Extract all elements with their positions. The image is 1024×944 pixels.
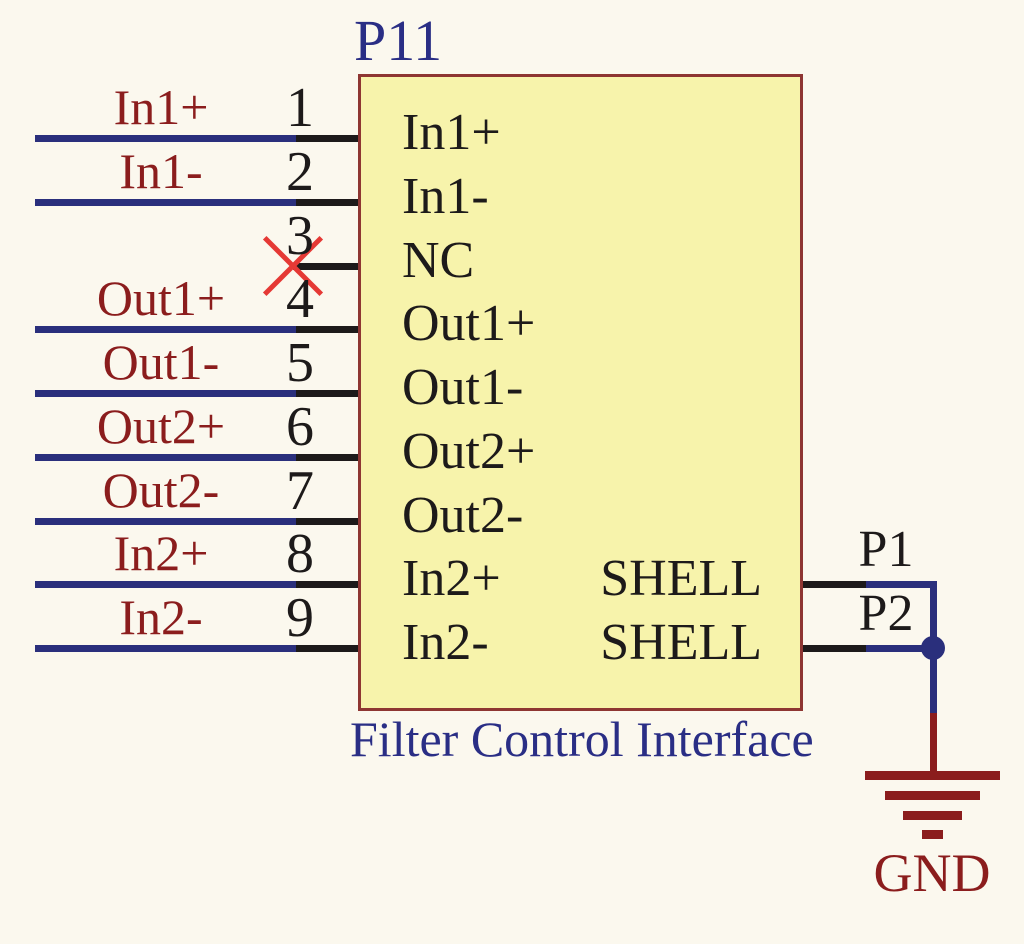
pin-number: 2	[286, 141, 314, 203]
pin-number: 3	[286, 205, 314, 267]
net-wire	[866, 645, 937, 652]
pin-stub	[296, 454, 358, 461]
right-pin-number: P2	[858, 585, 914, 642]
net-label: In2+	[113, 525, 209, 581]
right-pin-number: P1	[858, 521, 914, 578]
component-designator: P11	[354, 8, 443, 73]
pin-stub	[296, 518, 358, 525]
ground-vertical-wire	[930, 713, 937, 772]
ground-bar-4	[922, 830, 943, 839]
net-wire	[35, 199, 296, 206]
component-title: Filter Control Interface	[350, 711, 814, 767]
net-label: Out1-	[102, 334, 220, 390]
net-wire	[866, 581, 937, 588]
pin-number: 8	[286, 523, 314, 585]
net-label: Out2+	[96, 398, 226, 454]
pin-name: Out1-	[402, 359, 524, 416]
pin-stub	[803, 645, 866, 652]
pin-name: Out1+	[402, 295, 536, 352]
pin-number: 6	[286, 396, 314, 458]
pin-stub	[293, 263, 358, 270]
pin-name: In2-	[402, 614, 489, 671]
wire-junction-dot	[921, 636, 945, 660]
net-wire	[35, 326, 296, 333]
net-wire	[35, 390, 296, 397]
net-label: In2-	[119, 589, 203, 645]
pin-stub	[803, 581, 866, 588]
pin-number: 9	[286, 587, 314, 649]
ground-bar-1	[865, 771, 1000, 780]
net-wire	[35, 645, 296, 652]
net-label: In1-	[119, 143, 203, 199]
pin-stub	[296, 581, 358, 588]
net-wire	[35, 518, 296, 525]
pin-name: Out2-	[402, 487, 524, 544]
pin-name: Out2+	[402, 423, 536, 480]
pin-name: In1-	[402, 168, 489, 225]
pin-stub	[296, 199, 358, 206]
net-wire	[35, 454, 296, 461]
ground-bar-2	[885, 791, 980, 800]
component-body	[358, 74, 803, 711]
ground-bar-3	[903, 811, 962, 820]
pin-name: In1+	[402, 104, 501, 161]
pin-stub	[296, 135, 358, 142]
pin-number: 1	[286, 77, 314, 139]
ground-label: GND	[873, 843, 991, 903]
pin-number: 7	[286, 460, 314, 522]
pin-name: NC	[402, 232, 475, 289]
net-wire	[35, 581, 296, 588]
pin-number: 4	[286, 268, 314, 330]
pin-name: SHELL	[600, 550, 762, 607]
net-wire	[35, 135, 296, 142]
pin-stub	[296, 326, 358, 333]
pin-name: In2+	[402, 550, 501, 607]
net-label: In1+	[113, 79, 209, 135]
pin-stub	[296, 645, 358, 652]
net-label: Out2-	[102, 462, 220, 518]
pin-name: SHELL	[600, 614, 762, 671]
pin-stub	[296, 390, 358, 397]
net-label: Out1+	[96, 270, 226, 326]
pin-number: 5	[286, 332, 314, 394]
